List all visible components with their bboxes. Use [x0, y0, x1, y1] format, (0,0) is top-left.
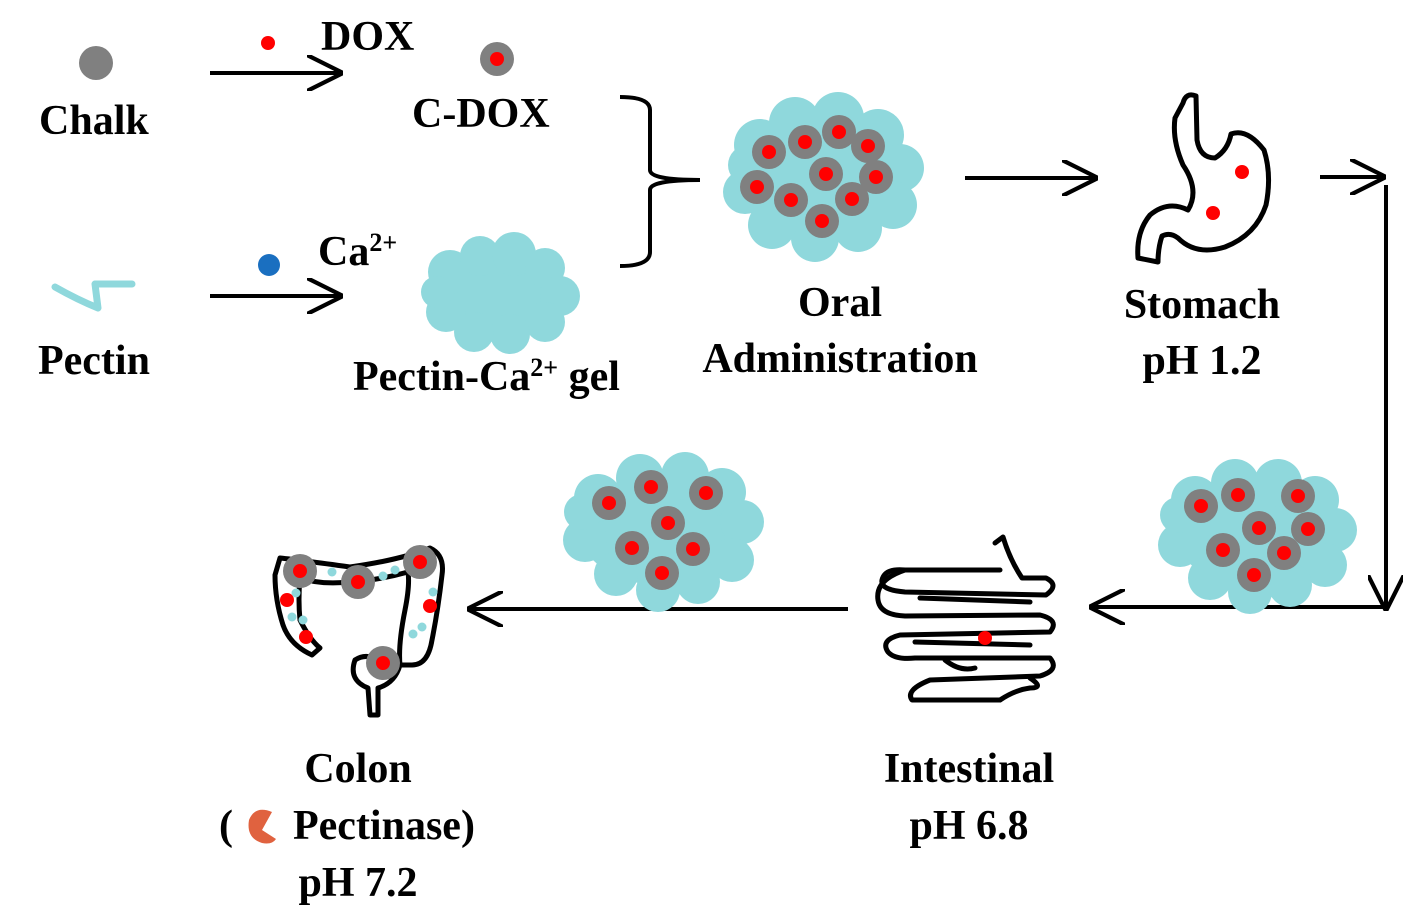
pectin-gel-label: Pectin-Ca2+ gel	[353, 353, 620, 400]
beads-in-gel-oral	[723, 92, 924, 262]
intestinal-ph-label: pH 6.8	[909, 803, 1029, 849]
pectin-strand	[51, 280, 136, 312]
stomach-icon	[1135, 92, 1272, 265]
dox-dot	[261, 36, 275, 50]
chalk-particle	[79, 46, 113, 80]
pectin-gel-cloud	[421, 232, 580, 354]
cdox-label: C-DOX	[412, 91, 550, 137]
intestine-icon	[875, 534, 1056, 703]
intestinal-label: Intestinal	[883, 746, 1055, 792]
administration-label: Administration	[702, 336, 978, 382]
pectin-label: Pectin	[38, 338, 150, 384]
colon-ph-label: pH 7.2	[298, 860, 418, 906]
pectinase-icon	[248, 809, 276, 844]
oral-label: Oral	[798, 280, 882, 326]
colon-icon	[272, 545, 445, 718]
combine-bracket	[619, 95, 701, 268]
pectinase-label: Pectinase)	[293, 803, 475, 849]
paren-open: (	[219, 803, 233, 849]
cdox-particle	[480, 42, 514, 76]
dox-label: DOX	[321, 14, 415, 60]
calcium-label: Ca2+	[318, 228, 398, 275]
beads-in-gel-intestinal	[1158, 459, 1357, 614]
calcium-ion	[258, 254, 280, 276]
beads-in-gel-transit	[563, 452, 764, 612]
colon-label: Colon	[304, 746, 412, 792]
chalk-label: Chalk	[39, 98, 149, 144]
stomach-label: Stomach	[1123, 282, 1281, 328]
stomach-ph-label: pH 1.2	[1142, 338, 1262, 384]
